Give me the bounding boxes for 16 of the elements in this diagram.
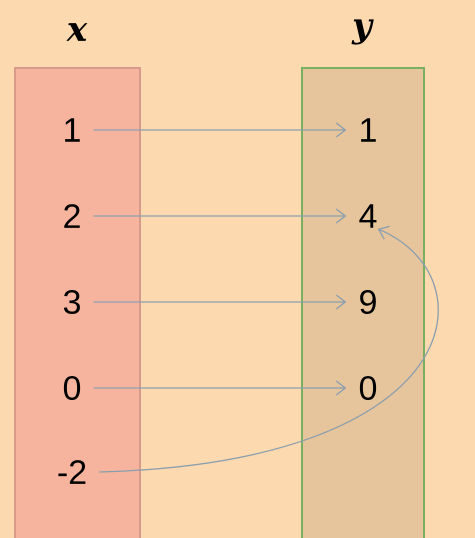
node-label: y [351,19,374,45]
arrow [94,294,346,310]
number-label: 0 [360,376,376,400]
arrow [94,208,346,224]
node-label: x [66,23,88,41]
number-label: -2 [58,460,86,484]
number-label: 2 [64,204,80,228]
number-label: 1 [65,118,80,142]
arrow [94,380,346,396]
arrow [94,122,346,138]
number-label: 4 [359,204,376,228]
number-label: 9 [360,290,376,314]
number-label: 0 [64,376,80,400]
number-label: 1 [361,118,376,142]
number-label: 3 [64,290,80,314]
arrow [99,226,439,473]
